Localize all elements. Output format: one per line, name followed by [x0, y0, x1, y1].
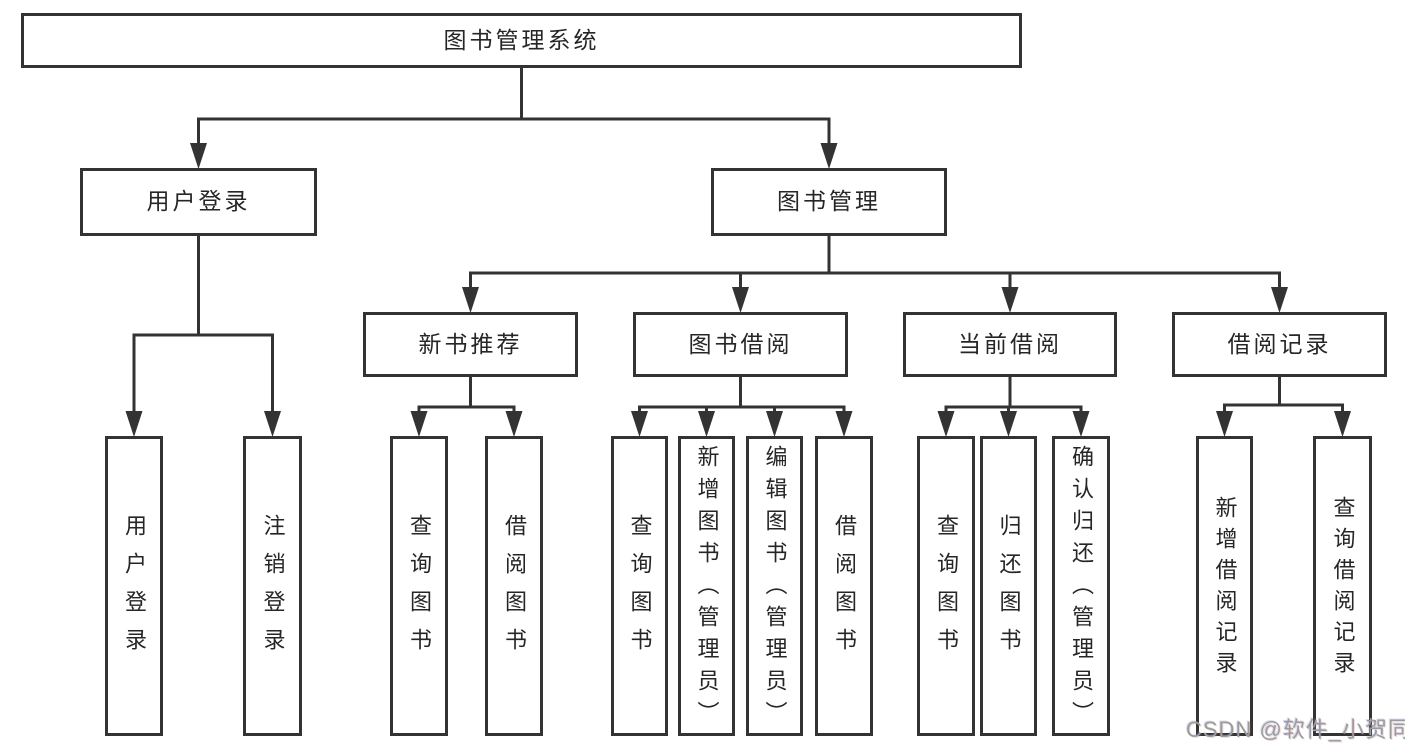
node-label: 查询图书 [627, 514, 653, 666]
arrowhead-icon [1072, 411, 1090, 437]
arrowhead-icon [820, 143, 838, 169]
arrowhead-icon [410, 411, 428, 437]
node-label: 确认归还（管理员） [1069, 444, 1094, 733]
node-label: 图书管理 [777, 188, 881, 215]
node-current-borrow: 当前借阅 [903, 312, 1117, 377]
node-label: 新增借阅记录 [1212, 495, 1238, 682]
node-label: 归还图书 [996, 514, 1022, 666]
node-bb-borrow-book: 借阅图书 [815, 436, 873, 736]
node-root: 图书管理系统 [21, 13, 1022, 68]
node-label: 新书推荐 [418, 330, 523, 357]
arrowhead-icon [732, 287, 749, 313]
node-label: 图书借阅 [688, 330, 793, 357]
arrowhead-icon [1001, 287, 1019, 313]
node-bb-add-book: 新增图书（管理员） [678, 436, 735, 736]
arrowhead-icon [1334, 411, 1351, 437]
arrowhead-icon [835, 411, 853, 437]
node-bb-query-book: 查询图书 [611, 436, 668, 736]
node-label: 查询图书 [934, 514, 959, 666]
node-label: 查询图书 [407, 514, 432, 666]
node-label: 新增图书（管理员） [694, 444, 720, 733]
node-book-borrow: 图书借阅 [633, 312, 848, 377]
node-label: 借阅图书 [832, 514, 857, 666]
arrowhead-icon [1271, 287, 1288, 313]
node-cb-return-book: 归还图书 [980, 436, 1037, 736]
node-label: 借阅记录 [1227, 330, 1332, 357]
node-new-book-recommend: 新书推荐 [363, 312, 578, 377]
arrowhead-icon [937, 411, 955, 437]
node-label: 注销登录 [260, 514, 286, 666]
node-nbr-query-book: 查询图书 [390, 436, 448, 736]
node-br-query-record: 查询借阅记录 [1313, 436, 1372, 736]
node-label: 图书管理系统 [443, 26, 600, 53]
node-label: 编辑图书（管理员） [762, 444, 788, 733]
node-logout: 注销登录 [243, 436, 302, 736]
arrowhead-icon [631, 411, 648, 437]
arrowhead-icon [766, 411, 783, 437]
arrowhead-icon [264, 411, 281, 437]
node-label: 借阅图书 [502, 514, 527, 666]
node-borrow-records: 借阅记录 [1172, 312, 1387, 377]
arrowhead-icon [698, 411, 715, 437]
node-label: 查询借阅记录 [1330, 495, 1356, 682]
node-user-login-group: 用户登录 [80, 168, 317, 236]
node-user-login: 用户登录 [105, 436, 163, 736]
node-cb-query-book: 查询图书 [917, 436, 975, 736]
node-book-management: 图书管理 [711, 168, 947, 236]
arrowhead-icon [1216, 411, 1233, 437]
csdn-watermark: CSDN @软件_小贺同学 [1186, 717, 1405, 742]
node-label: 用户登录 [122, 514, 147, 666]
arrowhead-icon [190, 143, 207, 169]
arrowhead-icon [125, 411, 143, 437]
arrowhead-icon [462, 287, 479, 313]
node-nbr-borrow-book: 借阅图书 [485, 436, 543, 736]
arrowhead-icon [505, 411, 523, 437]
node-label: 用户登录 [146, 188, 251, 215]
node-cb-confirm-return: 确认归还（管理员） [1052, 436, 1110, 736]
arrowhead-icon [1000, 411, 1017, 437]
node-label: 当前借阅 [958, 330, 1062, 357]
node-br-add-record: 新增借阅记录 [1196, 436, 1253, 736]
node-bb-edit-book: 编辑图书（管理员） [746, 436, 803, 736]
